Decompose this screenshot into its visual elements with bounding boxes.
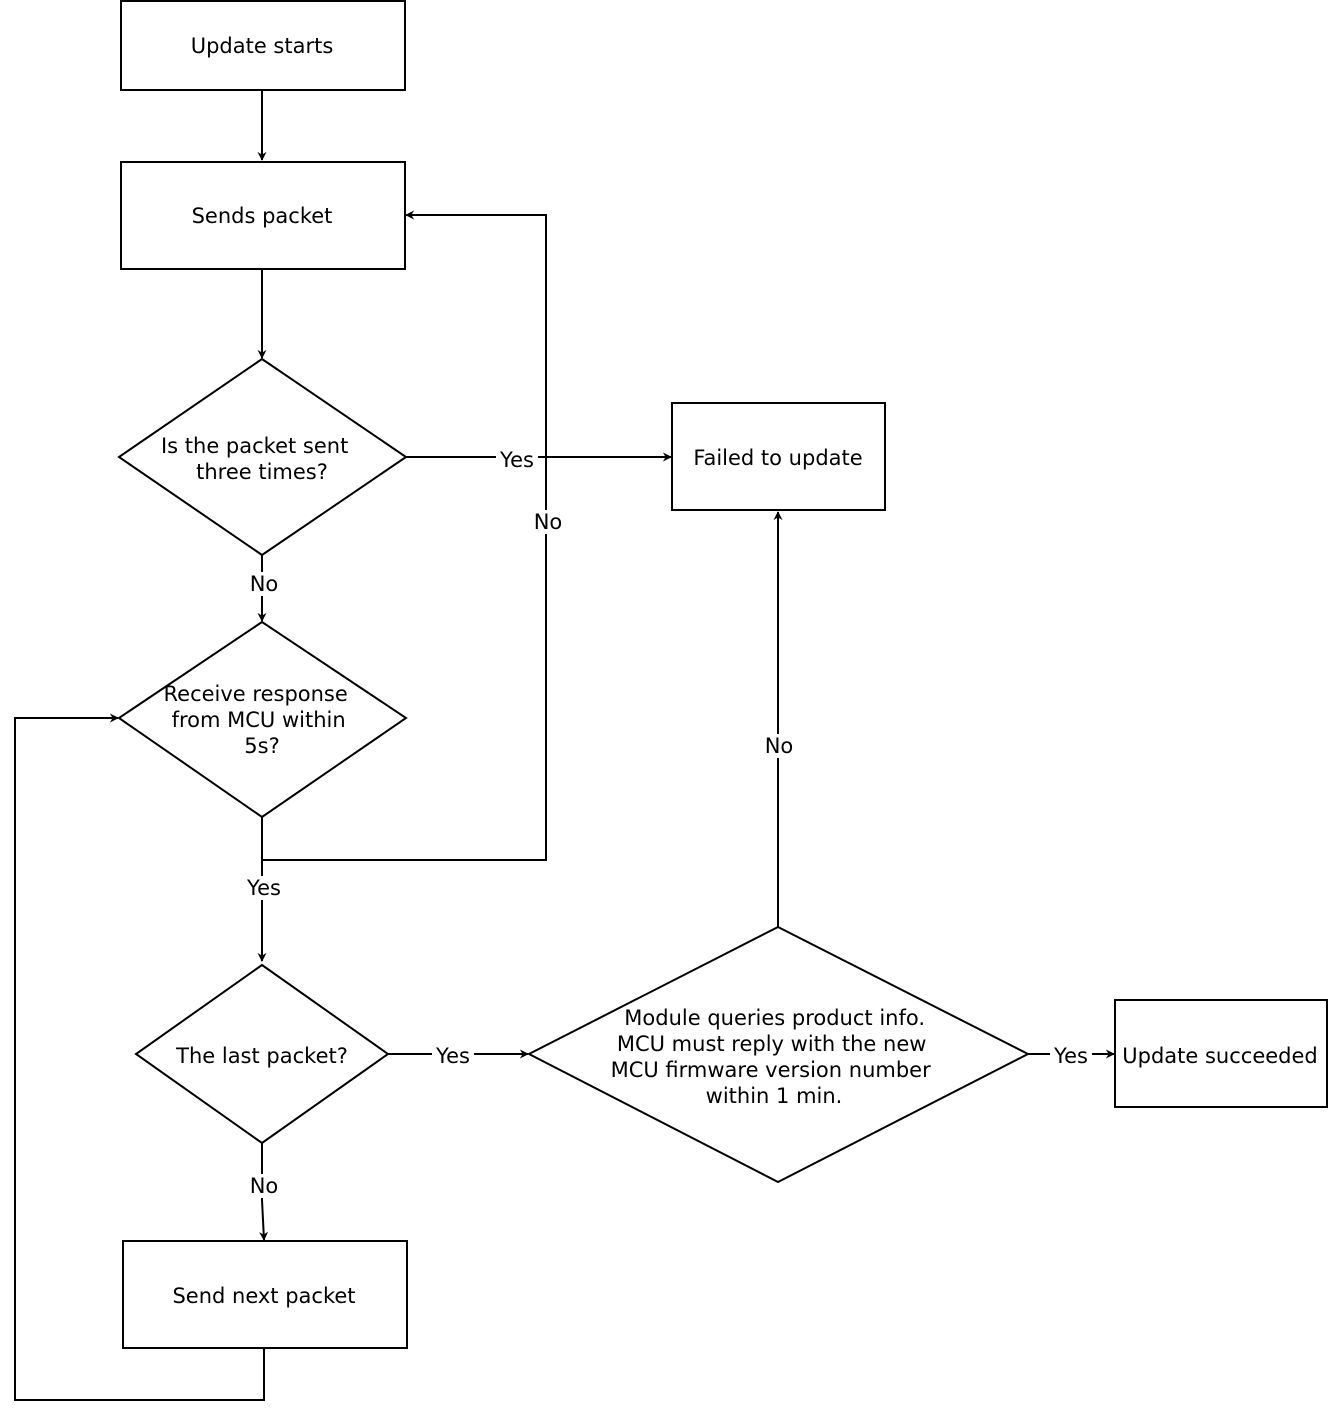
node-failed-to-update: Failed to update — [671, 402, 886, 511]
edge-last-no-to-next — [259, 1143, 269, 1241]
node-last-packet-label: The last packet? — [175, 1044, 348, 1068]
edge-label-response-no: No — [534, 510, 563, 534]
node-update-starts-label: Update starts — [191, 34, 334, 58]
node-update-starts: Update starts — [120, 0, 406, 91]
edge-label-three-times-yes: Yes — [499, 448, 534, 472]
edge-label-three-times-no: No — [250, 572, 279, 596]
node-update-succeeded-label: Update succeeded — [1122, 1044, 1318, 1068]
edge-label-response-yes: Yes — [246, 876, 281, 900]
edge-label-last-yes: Yes — [435, 1044, 470, 1068]
node-send-next-packet-label: Send next packet — [172, 1284, 355, 1308]
edge-labels: Yes No No Yes Yes No No Yes — [243, 447, 1092, 1198]
edge-response-no-to-sends — [261, 210, 547, 861]
edge-label-module-yes: Yes — [1053, 1044, 1088, 1068]
node-receive-response: Receive response from MCU within 5s? — [117, 620, 408, 819]
node-module-queries-label: Module queries product info. MCU must re… — [611, 1006, 938, 1108]
edge-label-module-no: No — [765, 734, 794, 758]
node-failed-to-update-label: Failed to update — [693, 446, 862, 470]
node-receive-response-label: Receive response from MCU within 5s? — [164, 682, 355, 758]
node-last-packet: The last packet? — [134, 963, 390, 1145]
node-update-succeeded: Update succeeded — [1114, 999, 1328, 1108]
edge-next-to-response — [14, 713, 265, 1401]
edge-label-last-no: No — [250, 1174, 279, 1198]
node-module-queries: Module queries product info. MCU must re… — [526, 925, 1031, 1184]
node-sent-three-times: Is the packet sent three times? — [117, 357, 408, 557]
node-sent-three-times-label: Is the packet sent three times? — [161, 434, 355, 484]
node-send-next-packet: Send next packet — [122, 1240, 408, 1349]
node-sends-packet-label: Sends packet — [192, 204, 333, 228]
node-sends-packet: Sends packet — [120, 161, 406, 270]
